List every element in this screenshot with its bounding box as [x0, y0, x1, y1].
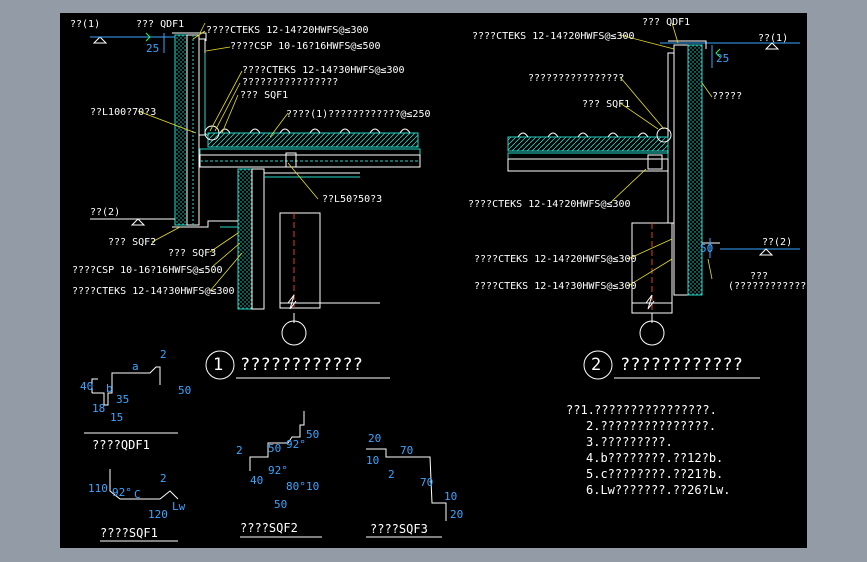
- detail1-title: ????????????: [240, 355, 363, 375]
- sqf3-dim-10a: 10: [366, 454, 380, 467]
- qdf1-caption: ????QDF1: [92, 438, 150, 452]
- sqf2-dim-50b: 50: [306, 428, 320, 441]
- d2-wall-cteks: ????CTEKS 12-14?20HWFS@≤300: [472, 31, 635, 42]
- profile-sqf1: [109, 469, 179, 500]
- sqf2-dim-10: 10: [306, 480, 320, 493]
- d2-mid-cteks: ????CTEKS 12-14?20HWFS@≤300: [468, 199, 631, 210]
- d2-low-note1: ???: [750, 271, 769, 282]
- d1-flashing-qdf1: ??? QDF1: [136, 19, 185, 30]
- d1-roof-panel: ????(1)????????????@≤250: [286, 109, 431, 120]
- profile-sqf3: [366, 448, 447, 521]
- d1-flashing-sqf1: ??? SQF1: [240, 90, 289, 101]
- sqf3-dim-70a: 70: [400, 444, 414, 457]
- d2-flashing-qdf1: ??? QDF1: [642, 17, 691, 28]
- d2-low-cteks1: ????CTEKS 12-14?20HWFS@≤300: [474, 254, 637, 265]
- d1-dim-25: 25: [146, 42, 160, 55]
- sqf3-dim-2: 2: [388, 468, 395, 481]
- notes-prefix: ??1.: [566, 403, 595, 417]
- qdf1-dim-b: b: [106, 382, 113, 395]
- d2-right-note: ?????: [712, 91, 743, 102]
- note-item: 3.?????????.: [586, 435, 673, 449]
- sqf1-dim-c: C: [134, 488, 141, 501]
- detail2-number: 2: [591, 355, 602, 375]
- profile-qdf1: [91, 366, 161, 406]
- d2-dim-50: 50: [700, 242, 714, 255]
- detail1-bubble: [205, 350, 235, 380]
- detail1-number: 1: [213, 355, 224, 375]
- sqf3-dim-10b: 10: [444, 490, 458, 503]
- d2-elev-bottom: ??(2): [762, 237, 793, 248]
- cad-drawing: [84, 22, 800, 542]
- sqf2-dim-2: 2: [236, 444, 243, 457]
- qdf1-dim-35: 35: [116, 393, 130, 406]
- d1-flashing-sqf2: ??? SQF2: [108, 237, 157, 248]
- sqf3-dim-20a: 20: [368, 432, 382, 445]
- sqf2-dim-92b: 92°: [268, 464, 288, 477]
- qdf1-dim-a: a: [132, 360, 139, 373]
- qdf1-dim-2: 2: [160, 348, 167, 361]
- sqf1-dim-92: 92°: [112, 486, 132, 499]
- d2-roof-note: ????????????????: [528, 73, 625, 84]
- d1-elev-bottom: ??(2): [90, 207, 121, 218]
- sqf3-dim-20b: 20: [450, 508, 464, 521]
- qdf1-dim-40: 40: [80, 380, 94, 393]
- d1-roof-note: ????????????????: [242, 77, 339, 88]
- d1-bot-cteks: ????CTEKS 12-14?30HWFS@≤300: [72, 286, 235, 297]
- sqf2-dim-50a: 50: [268, 442, 282, 455]
- note-item: 5.c????????.??21?b.: [586, 467, 724, 481]
- detail1-drawing: [90, 22, 421, 346]
- d2-elev-top: ??(1): [758, 33, 789, 44]
- sqf1-caption: ????SQF1: [100, 526, 158, 540]
- d2-flashing-sqf1: ??? SQF1: [582, 99, 631, 110]
- d2-dim-25: 25: [716, 52, 730, 65]
- qdf1-dim-15: 15: [110, 411, 124, 424]
- sqf1-dim-2: 2: [160, 472, 167, 485]
- d1-roof-cteks: ????CTEKS 12-14?30HWFS@≤300: [242, 65, 405, 76]
- drawing-canvas: ??(1) ??? QDF1 ????CTEKS 12-14?20HWFS@≤3…: [60, 13, 807, 548]
- sqf2-dim-40: 40: [250, 474, 264, 487]
- d1-wall-csp: ????CSP 10-16?16HWFS@≤500: [230, 41, 381, 52]
- note-item: 4.b????????.??12?b.: [586, 451, 724, 465]
- d1-elev-top: ??(1): [70, 19, 101, 30]
- d1-angle-l100: ??L100?70?3: [90, 107, 157, 118]
- sqf2-dim-50c: 50: [274, 498, 288, 511]
- sqf3-dim-70b: 70: [420, 476, 434, 489]
- detail2-title: ????????????: [620, 355, 743, 375]
- sqf2-dim-80: 80°: [286, 480, 306, 493]
- d1-bot-csp: ????CSP 10-16?16HWFS@≤500: [72, 265, 223, 276]
- detail2-bubble: [583, 350, 613, 380]
- qdf1-dim-18: 18: [92, 402, 106, 415]
- detail2-drawing: [507, 22, 800, 346]
- sqf2-caption: ????SQF2: [240, 521, 298, 535]
- d1-angle-l50: ??L50?50?3: [322, 194, 383, 205]
- sqf1-dim-120: 120: [148, 508, 168, 521]
- sqf2-dim-92a: 92°: [286, 438, 306, 451]
- d2-low-cteks2: ????CTEKS 12-14?30HWFS@≤300: [474, 281, 637, 292]
- d1-wall-cteks: ????CTEKS 12-14?20HWFS@≤300: [206, 25, 369, 36]
- note-item: ????????????????.: [594, 403, 717, 417]
- d2-low-note2: (????????????): [728, 281, 807, 292]
- profile-sqf2: [249, 411, 305, 471]
- d1-flashing-sqf3: ??? SQF3: [168, 248, 217, 259]
- sqf1-dim-110: 110: [88, 482, 108, 495]
- qdf1-dim-50: 50: [178, 384, 192, 397]
- note-item: 2.???????????????.: [586, 419, 717, 433]
- note-item: 6.Lw???????.??26?Lw.: [586, 483, 731, 497]
- sqf3-caption: ????SQF3: [370, 522, 428, 536]
- sqf1-dim-lw: Lw: [172, 500, 186, 513]
